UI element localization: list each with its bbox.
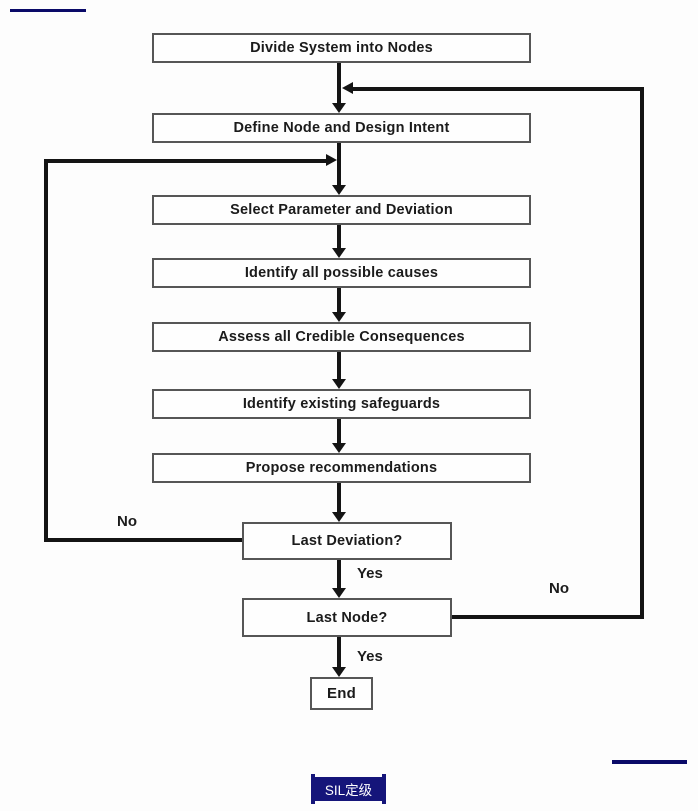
edge-label-no-last-deviation: No xyxy=(117,513,137,530)
edge-label-yes-last-node: Yes xyxy=(357,648,383,665)
flow-node-label: Assess all Credible Consequences xyxy=(218,329,465,345)
loop-lastnode-no-horizontal xyxy=(452,615,643,619)
flow-node-assess-consequences: Assess all Credible Consequences xyxy=(152,322,531,352)
arrow-define-to-select xyxy=(332,143,346,195)
arrow-divide-to-define xyxy=(332,63,346,113)
arrow-causes-to-consequences xyxy=(332,288,346,322)
arrow-lastnode-to-end xyxy=(332,637,346,677)
loop-lastnode-no-vertical xyxy=(640,87,644,619)
flow-node-last-node: Last Node? xyxy=(242,598,452,637)
arrow-select-to-causes xyxy=(332,225,346,258)
flow-node-define-node: Define Node and Design Intent xyxy=(152,113,531,143)
flow-node-select-parameter: Select Parameter and Deviation xyxy=(152,195,531,225)
loop-lastdev-no-vertical xyxy=(44,159,48,542)
flow-node-last-deviation: Last Deviation? xyxy=(242,522,452,560)
arrow-recommend-to-lastdev xyxy=(332,483,346,522)
loop-lastdev-no-return xyxy=(44,159,326,163)
flow-node-propose-recommendations: Propose recommendations xyxy=(152,453,531,483)
flow-node-identify-safeguards: Identify existing safeguards xyxy=(152,389,531,419)
bottom-right-divider-line xyxy=(612,760,687,764)
flow-node-label: Divide System into Nodes xyxy=(250,40,433,56)
edge-label-no-last-node: No xyxy=(549,580,569,597)
sil-rating-label: SIL定级 xyxy=(324,783,373,798)
flow-node-label: Define Node and Design Intent xyxy=(233,120,450,136)
arrow-safeguards-to-recommend xyxy=(332,419,346,453)
loop-lastnode-no-return xyxy=(353,87,643,91)
arrow-lastdev-to-lastnode xyxy=(332,560,346,598)
flow-node-end: End xyxy=(310,677,373,710)
flow-node-label: End xyxy=(327,685,356,702)
edge-label-yes-last-deviation: Yes xyxy=(357,565,383,582)
flow-node-label: Propose recommendations xyxy=(245,460,438,476)
flow-node-label: Select Parameter and Deviation xyxy=(230,202,453,218)
flow-node-identify-causes: Identify all possible causes xyxy=(152,258,531,288)
loop-lastnode-arrowhead xyxy=(342,82,353,94)
flow-node-divide-system: Divide System into Nodes xyxy=(152,33,531,63)
flow-node-label: Last Deviation? xyxy=(291,533,403,549)
flow-node-label: Identify all possible causes xyxy=(244,265,439,281)
loop-lastdev-no-horizontal xyxy=(44,538,242,542)
loop-lastdev-arrowhead xyxy=(326,154,337,166)
arrow-consequences-to-safeguards xyxy=(332,352,346,389)
flow-node-label: Last Node? xyxy=(306,609,388,626)
sil-rating-link[interactable]: SIL定级 xyxy=(311,774,386,804)
flow-node-label: Identify existing safeguards xyxy=(242,396,441,412)
top-left-divider-line xyxy=(10,9,86,12)
